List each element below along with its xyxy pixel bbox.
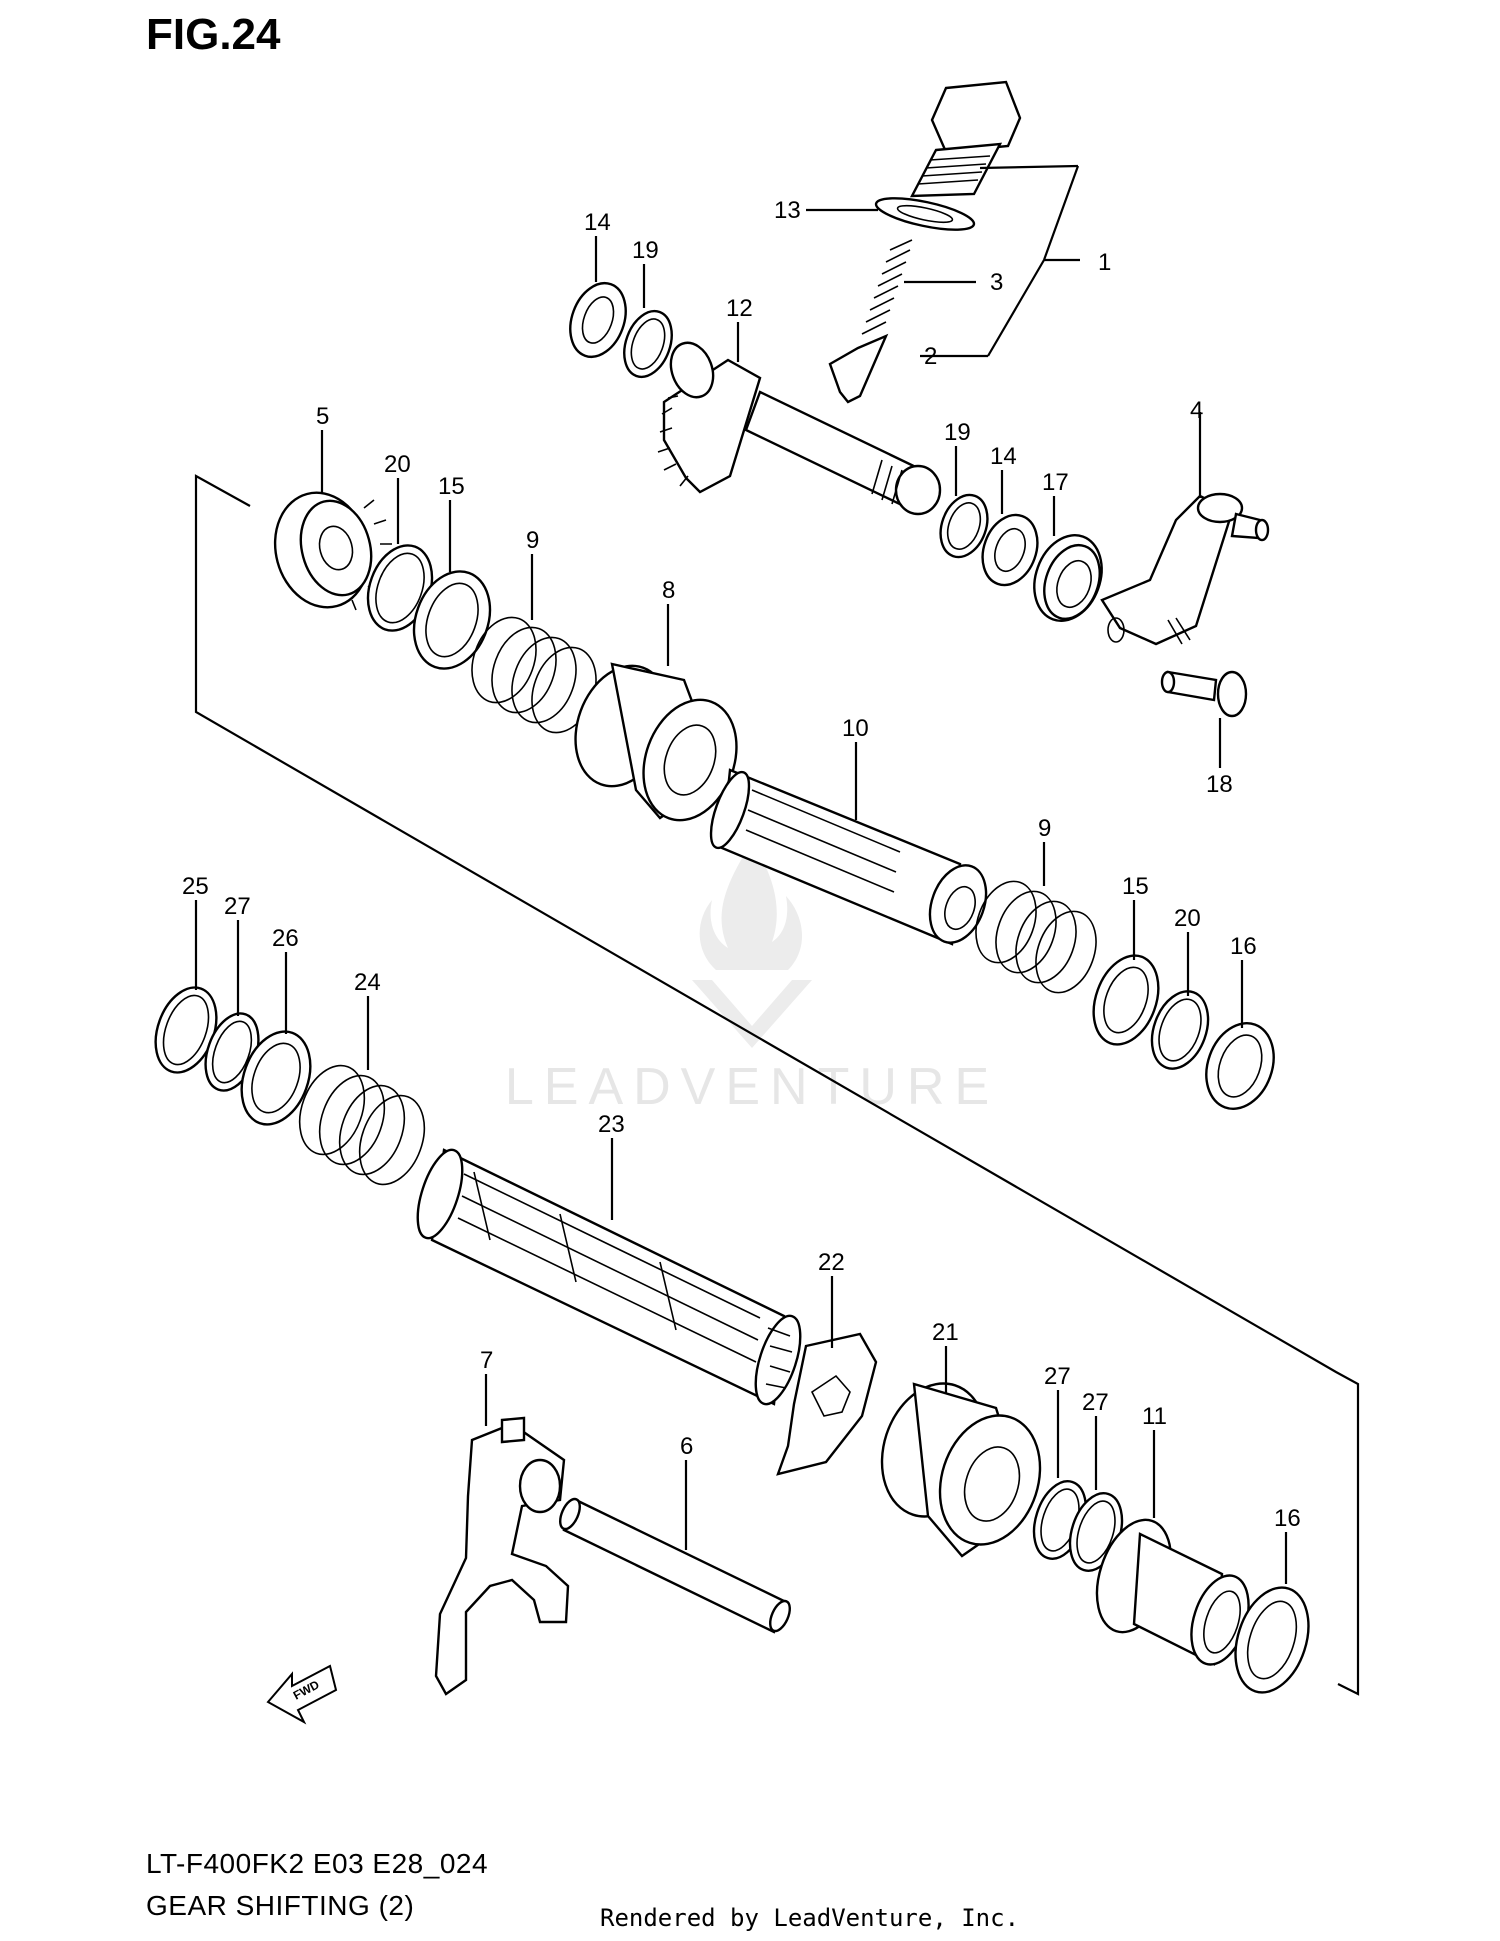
part-15-washer-right: [1092, 954, 1160, 1046]
spring: [861, 239, 913, 335]
callout-23: 23: [598, 1111, 625, 1138]
part-21-cam-driven-gear: [880, 1382, 1042, 1558]
callout-15-left: 15: [438, 473, 465, 500]
callout-8: 8: [662, 577, 675, 604]
model-code: LT-F400FK2 E03 E28_024: [146, 1848, 489, 1879]
part-14-washer-hole: [581, 296, 615, 344]
assembly-outline-upper: [194, 474, 1360, 1696]
part-19-circlip-right: [939, 493, 989, 559]
part-16-washer-lower: [1234, 1586, 1310, 1694]
diagram-title: GEAR SHIFTING (2): [146, 1890, 415, 1921]
callout-13: 13: [774, 197, 801, 224]
callout-2: 2: [924, 343, 937, 370]
part-22-cam-stopper-plate: [776, 1332, 878, 1476]
part-5-cam-driven-gear: [273, 491, 392, 611]
leader-line: [1042, 165, 1080, 261]
callout-22: 22: [818, 1249, 845, 1276]
figure-title: FIG.24: [146, 10, 281, 59]
callout-9-lower: 9: [1038, 815, 1051, 842]
callout-14-top: 14: [584, 209, 611, 236]
callout-9-upper: 9: [526, 527, 539, 554]
watermark-v-icon: [692, 980, 812, 1048]
part-20-circlip-right: [1150, 990, 1210, 1070]
callout-3: 3: [990, 269, 1003, 296]
part-18-bolt: [1160, 670, 1248, 718]
part-19-circlip: [623, 309, 673, 379]
watermark-text: LEADVENTURE: [505, 1058, 999, 1116]
callout-18: 18: [1206, 771, 1233, 798]
callout-24: 24: [354, 969, 381, 996]
callout-5: 5: [316, 403, 329, 430]
leadventure-watermark: LEADVENTURE: [505, 842, 999, 1116]
callout-leaders: [194, 236, 1288, 1584]
callout-21: 21: [932, 1319, 959, 1346]
part-7-gearshift-fork: [434, 1416, 570, 1696]
callout-16-lower: 16: [1274, 1505, 1301, 1532]
part-8-gearshift-pawl-gear: [574, 662, 738, 822]
plunger: [828, 333, 889, 404]
callout-27-left: 27: [224, 893, 251, 920]
callout-4: 4: [1190, 397, 1203, 424]
callout-7: 7: [480, 1347, 493, 1374]
callout-6: 6: [680, 1433, 693, 1460]
part-12-gearshift-shaft: [657, 341, 942, 516]
part-14-washer-right: [981, 513, 1039, 587]
callout-11: 11: [1142, 1403, 1167, 1430]
leader-line: [979, 164, 1079, 170]
callout-17: 17: [1042, 469, 1069, 496]
callout-14-right: 14: [990, 443, 1017, 470]
callout-25: 25: [182, 873, 209, 900]
washer: [874, 197, 976, 231]
rendered-by-credit: Rendered by LeadVenture, Inc.: [600, 1904, 1020, 1932]
part-10-gearshift-pawl: [709, 768, 988, 946]
callout-27-b: 27: [1082, 1389, 1109, 1416]
part-11-bearing: [1095, 1518, 1250, 1666]
bolt: [909, 80, 1022, 198]
callout-20-left: 20: [384, 451, 411, 478]
callout-12: 12: [726, 295, 753, 322]
part-17-oil-seal: [1033, 534, 1103, 622]
leader-line: [987, 259, 1045, 357]
callout-19-right: 19: [944, 419, 971, 446]
part-26-washer: [240, 1030, 312, 1126]
callout-15-right: 15: [1122, 873, 1149, 900]
part-9-spring-lower: [975, 880, 1097, 994]
callout-26: 26: [272, 925, 299, 952]
part-23-gearshift-cam: [416, 1148, 802, 1406]
callout-1: 1: [1098, 249, 1111, 276]
part-4-gearshift-lever: [1100, 492, 1270, 646]
part-24-spring: [298, 1064, 426, 1186]
callout-16-upper: 16: [1230, 933, 1257, 960]
fwd-arrow-icon: FWD: [266, 1664, 338, 1725]
part-16-washer: [1205, 1022, 1275, 1110]
callout-19-top: 19: [632, 237, 659, 264]
callout-27-a: 27: [1044, 1363, 1071, 1390]
callout-labels: 1 2 3 4 5 6 7 8 9 9 10 11 12 13 14 14 15…: [182, 197, 1301, 1532]
callout-20-right: 20: [1174, 905, 1201, 932]
part-6-fork-shaft: [559, 1497, 791, 1634]
part-1-plunger-bolt-assembly: [806, 80, 1080, 404]
callout-10: 10: [842, 715, 869, 742]
watermark-flame-icon: [699, 842, 803, 970]
